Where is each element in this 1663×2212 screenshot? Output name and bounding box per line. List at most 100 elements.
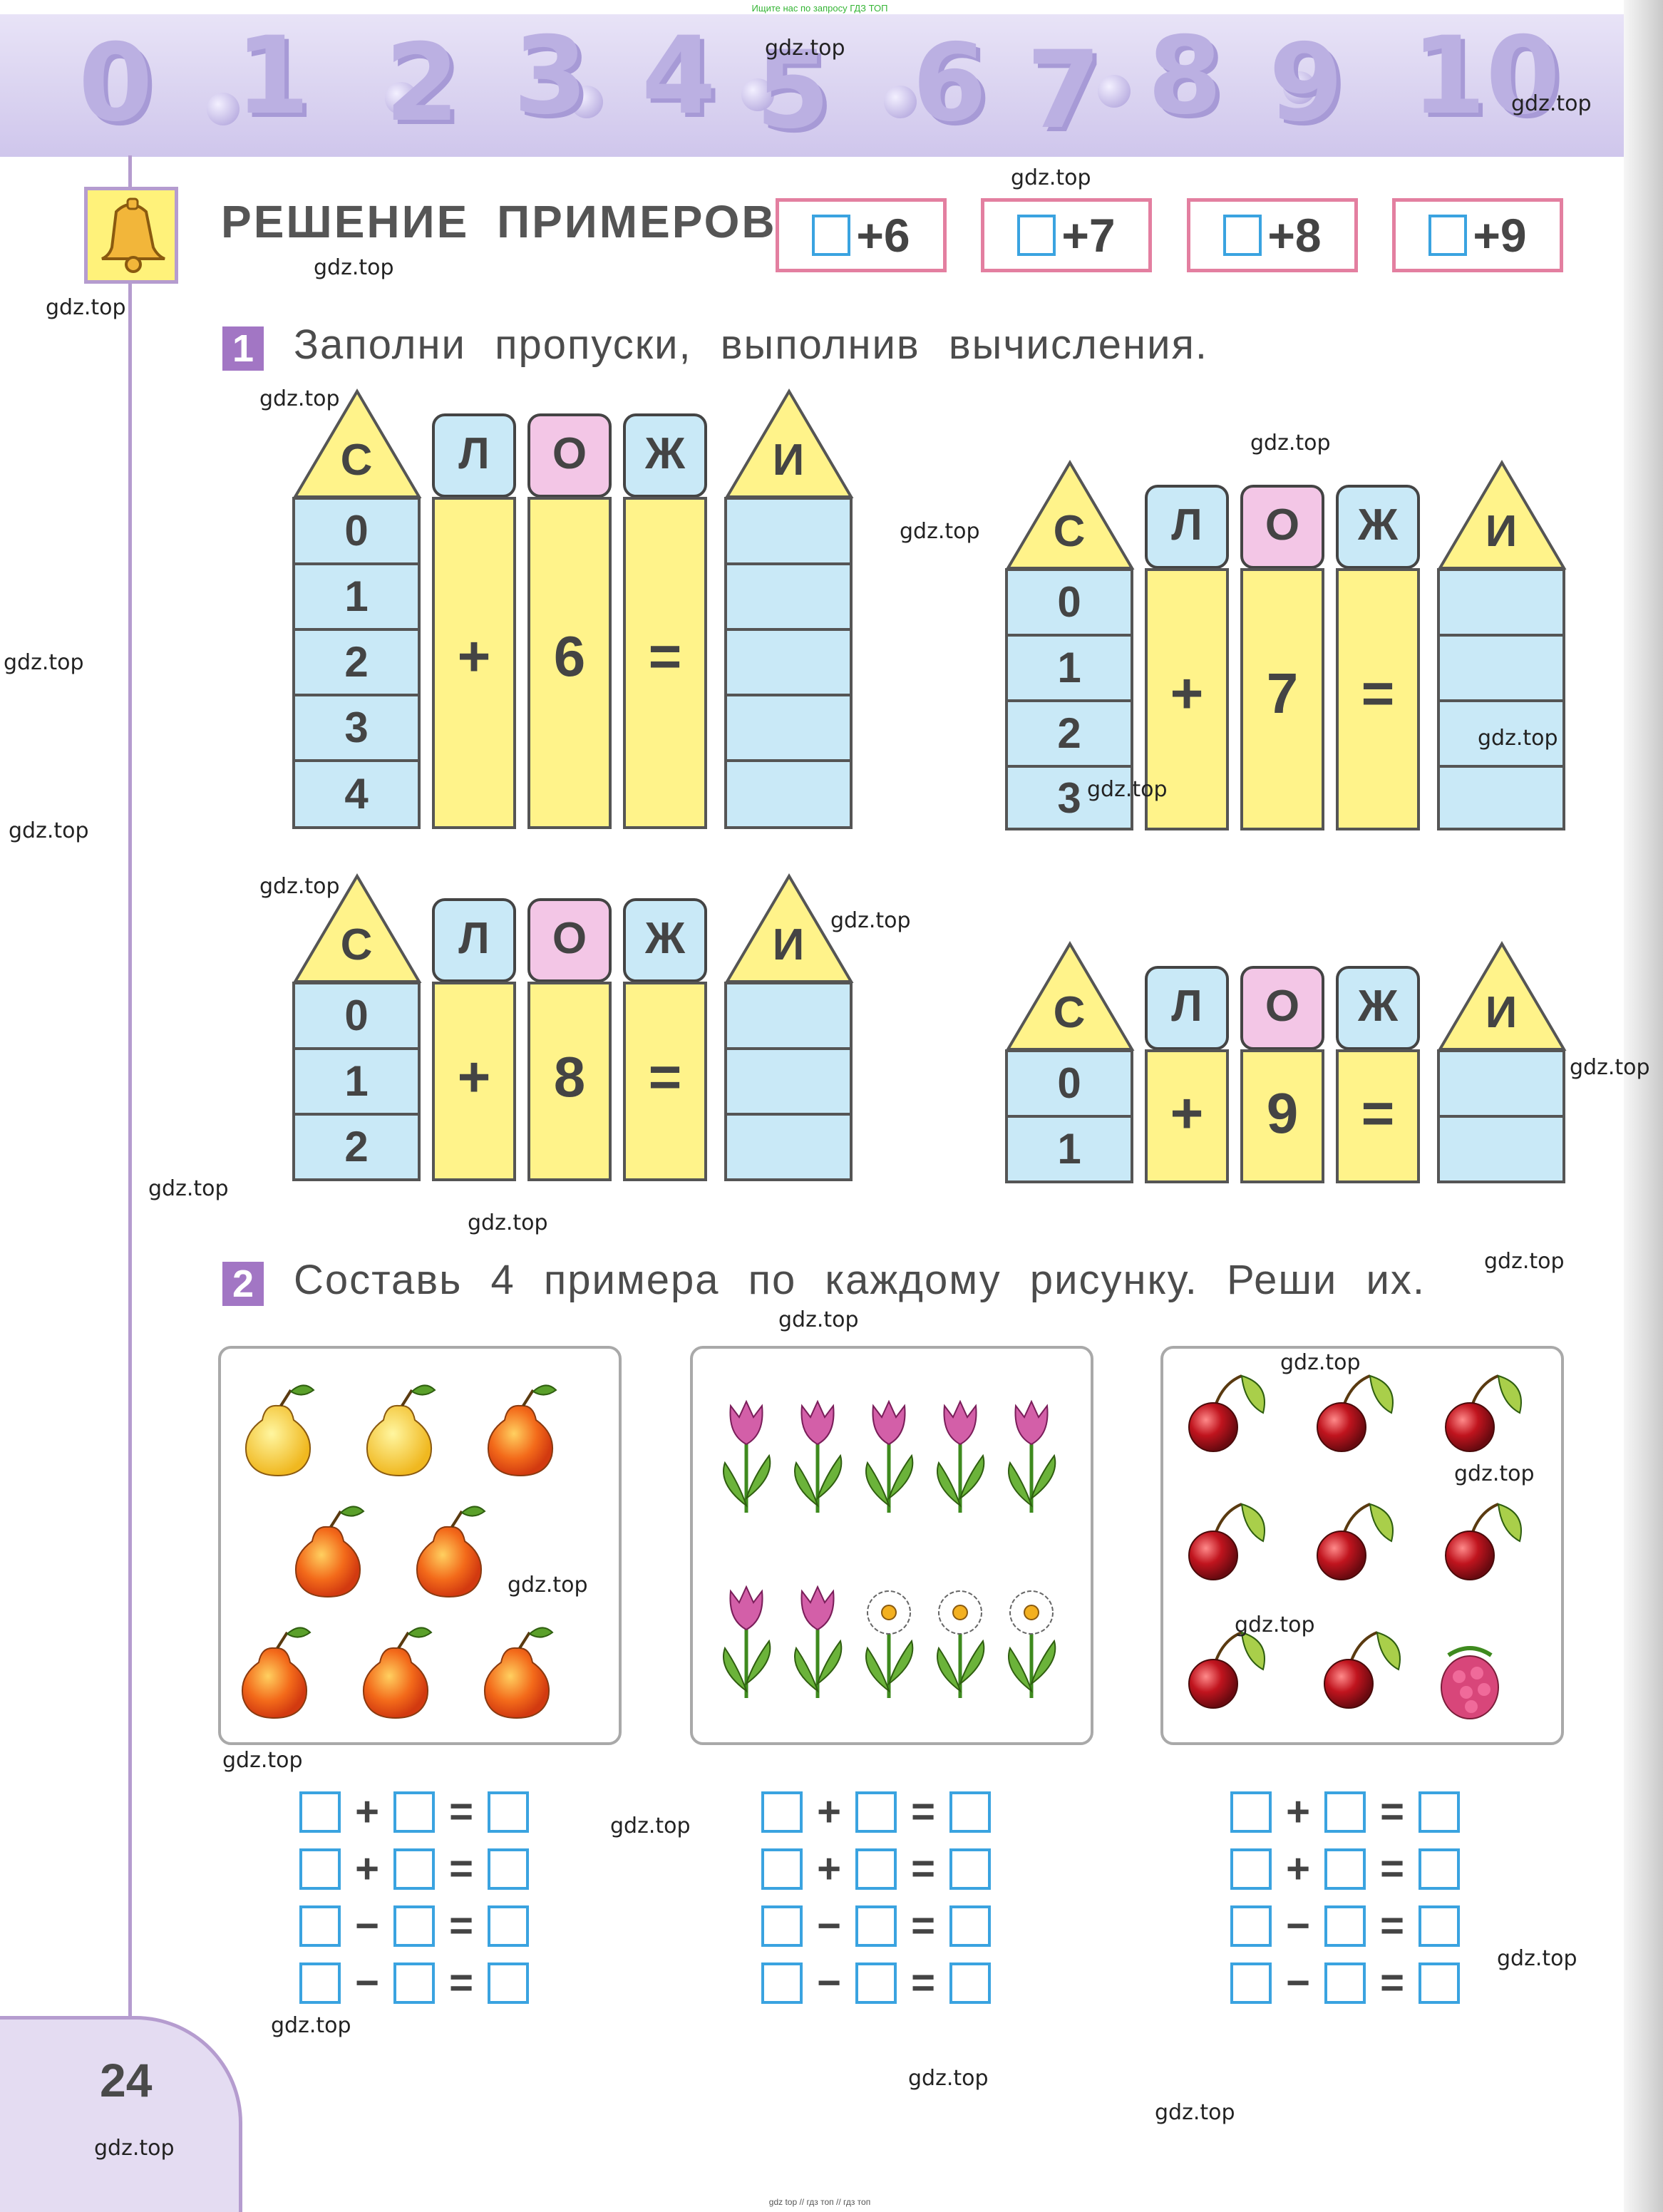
answer-box[interactable] xyxy=(761,1962,803,2004)
answer-box[interactable] xyxy=(1419,1905,1460,1947)
answer-box[interactable] xyxy=(1230,1848,1272,1890)
answer-box[interactable] xyxy=(1324,1962,1366,2004)
answer-box[interactable] xyxy=(761,1848,803,1890)
answer-box[interactable] xyxy=(488,1905,529,1947)
plus-sign: + xyxy=(1170,662,1204,725)
answer-box[interactable] xyxy=(855,1905,897,1947)
banner-digit: 5 xyxy=(756,29,830,153)
row-cell: 0 xyxy=(1005,1049,1133,1118)
watermark: gdz.top xyxy=(1478,726,1558,751)
letter-l: Л xyxy=(1145,485,1229,569)
letter-i: И xyxy=(772,920,805,969)
letter-s: С xyxy=(340,436,373,485)
equation-row: − = xyxy=(1230,1902,1460,1950)
equals-sign: = xyxy=(1361,662,1395,725)
answer-box[interactable] xyxy=(949,1962,991,2004)
answer-box[interactable] xyxy=(1419,1962,1460,2004)
answer-box[interactable] xyxy=(761,1905,803,1947)
answer-cell[interactable] xyxy=(1437,1049,1565,1118)
answer-cell[interactable] xyxy=(724,694,853,762)
blank-square xyxy=(812,215,851,256)
answer-box[interactable] xyxy=(949,1848,991,1890)
banner-digit: 2 xyxy=(385,21,460,145)
answer-cell[interactable] xyxy=(724,759,853,829)
answer-box[interactable] xyxy=(299,1962,341,2004)
row-cell: 0 xyxy=(292,982,421,1050)
letter-s: С xyxy=(1053,988,1086,1037)
equation-row: − = xyxy=(761,1902,991,1950)
answer-box[interactable] xyxy=(1230,1962,1272,2004)
answer-cell[interactable] xyxy=(724,982,853,1050)
answer-box[interactable] xyxy=(1230,1905,1272,1947)
tulip-icon xyxy=(724,1401,770,1513)
answer-box[interactable] xyxy=(949,1791,991,1833)
letter-zh: Ж xyxy=(1336,485,1420,569)
yellow-column xyxy=(432,982,516,1181)
answer-box[interactable] xyxy=(855,1791,897,1833)
watermark: gdz.top xyxy=(1454,1461,1535,1486)
tulip-icon xyxy=(1009,1401,1055,1513)
answer-box[interactable] xyxy=(393,1962,435,2004)
watermark: gdz.top xyxy=(4,650,84,675)
cherry-icon xyxy=(1444,1374,1523,1453)
watermark: gdz.top xyxy=(1511,91,1592,116)
answer-box[interactable] xyxy=(1419,1848,1460,1890)
yellow-column xyxy=(623,982,707,1181)
row-cell: 1 xyxy=(1005,634,1133,702)
tulip-icon xyxy=(937,1401,984,1513)
addend: 8 xyxy=(553,1045,586,1108)
watermark: gdz.top xyxy=(765,36,845,61)
row-cell: 0 xyxy=(292,497,421,565)
answer-box[interactable] xyxy=(1230,1791,1272,1833)
pear-icon xyxy=(365,1384,436,1477)
answer-box[interactable] xyxy=(299,1848,341,1890)
yellow-column xyxy=(1240,1049,1324,1183)
answer-cell[interactable] xyxy=(1437,699,1565,768)
letter-o: О xyxy=(1240,966,1324,1050)
answer-box[interactable] xyxy=(855,1848,897,1890)
yellow-column xyxy=(623,497,707,829)
answer-box[interactable] xyxy=(393,1791,435,1833)
watermark: gdz.top xyxy=(1011,165,1091,190)
answer-cell[interactable] xyxy=(1437,1115,1565,1183)
letter-i: И xyxy=(1485,988,1518,1037)
answer-box[interactable] xyxy=(393,1905,435,1947)
answer-cell[interactable] xyxy=(724,628,853,696)
yellow-column xyxy=(527,497,612,829)
banner-digit: 4 xyxy=(642,14,716,138)
answer-box[interactable] xyxy=(855,1962,897,2004)
answer-cell[interactable] xyxy=(724,1047,853,1116)
page-corner xyxy=(0,2016,242,2212)
equals-sign: = xyxy=(1361,1081,1395,1145)
answer-box[interactable] xyxy=(1324,1905,1366,1947)
answer-box[interactable] xyxy=(1324,1791,1366,1833)
answer-cell[interactable] xyxy=(724,562,853,631)
banner-digit: 1 xyxy=(235,14,310,138)
cherry-icon xyxy=(1316,1374,1394,1453)
answer-box[interactable] xyxy=(299,1791,341,1833)
letter-i: И xyxy=(772,436,805,485)
house-group-plus9: С Л О Ж И 0 1 + 9 = xyxy=(1005,941,1575,1190)
watermark: gdz.top xyxy=(9,818,89,843)
pear-icon xyxy=(486,1384,557,1477)
answer-box[interactable] xyxy=(1324,1848,1366,1890)
answer-box[interactable] xyxy=(299,1905,341,1947)
cherry-icon xyxy=(1323,1631,1401,1709)
answer-cell[interactable] xyxy=(1437,634,1565,702)
answer-box[interactable] xyxy=(488,1848,529,1890)
answer-cell[interactable] xyxy=(1437,765,1565,830)
answer-cell[interactable] xyxy=(1437,568,1565,637)
watermark: gdz.top xyxy=(1570,1055,1650,1080)
watermark: gdz.top xyxy=(1087,777,1168,802)
answer-box[interactable] xyxy=(393,1848,435,1890)
letter-zh: Ж xyxy=(623,898,707,982)
answer-box[interactable] xyxy=(949,1905,991,1947)
answer-cell[interactable] xyxy=(724,1113,853,1181)
answer-box[interactable] xyxy=(1419,1791,1460,1833)
answer-box[interactable] xyxy=(488,1962,529,2004)
answer-box[interactable] xyxy=(761,1791,803,1833)
watermark: gdz.top xyxy=(1235,1612,1315,1637)
row-cell: 1 xyxy=(292,562,421,631)
answer-box[interactable] xyxy=(488,1791,529,1833)
answer-cell[interactable] xyxy=(724,497,853,565)
